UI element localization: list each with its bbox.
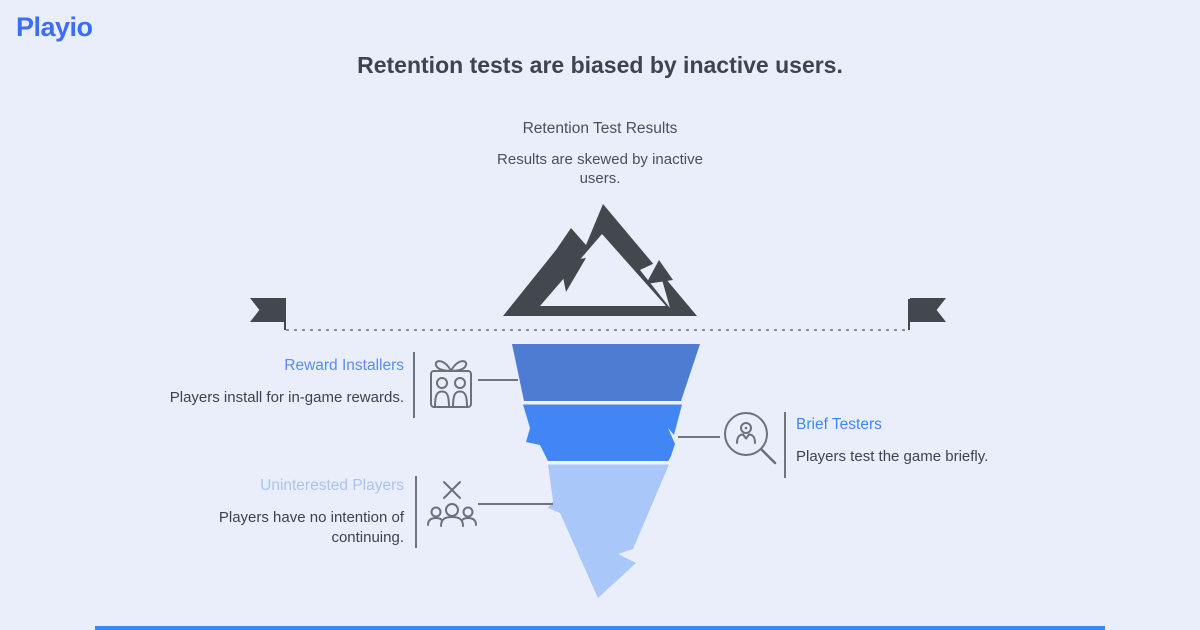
iceberg-heading: Retention Test Results — [522, 120, 678, 137]
iceberg-description: Results are skewed by inactive users. — [497, 151, 703, 187]
connector-brief-testers — [678, 436, 720, 438]
segment-description: Players have no intention of continuing. — [218, 509, 404, 546]
flag-right-icon — [910, 298, 946, 322]
segment-label: Uninterested Players — [260, 477, 404, 494]
segment-label: Reward Installers — [284, 357, 404, 374]
gift-players-icon — [430, 360, 472, 408]
search-player-icon — [724, 412, 777, 465]
brand-logo: Playio — [16, 12, 93, 42]
iceberg-funnel — [512, 344, 700, 598]
flag-left-icon — [250, 298, 286, 322]
mountain-icon — [503, 204, 697, 316]
funnel-segment-reward-installers — [512, 344, 700, 401]
mountain-ridge-notch — [560, 258, 586, 292]
divider-reward-installers — [413, 352, 415, 418]
label-block-brief-testers: Brief Testers Players test the game brie… — [796, 416, 1096, 467]
waterline-dotted-line — [286, 329, 908, 331]
flag-left-pole — [284, 299, 286, 330]
label-block-reward-installers: Reward Installers Players install for in… — [104, 357, 404, 408]
bottom-accent-bar — [95, 626, 1105, 630]
flag-right-pole — [908, 299, 910, 330]
label-block-uninterested-players: Uninterested Players Players have no int… — [104, 477, 404, 547]
segment-description: Players install for in-game rewards. — [169, 389, 404, 406]
segment-label: Brief Testers — [796, 416, 882, 433]
funnel-segment-brief-testers — [523, 404, 682, 469]
connector-reward-installers — [478, 379, 518, 381]
connector-uninterested-players — [478, 503, 553, 505]
segment-description: Players test the game briefly. — [796, 448, 989, 465]
page-title: Retention tests are biased by inactive u… — [357, 52, 843, 78]
divider-uninterested-players — [415, 476, 417, 548]
funnel-segment-uninterested-players — [548, 464, 669, 598]
excluded-players-icon — [427, 481, 477, 527]
divider-brief-testers — [784, 412, 786, 478]
